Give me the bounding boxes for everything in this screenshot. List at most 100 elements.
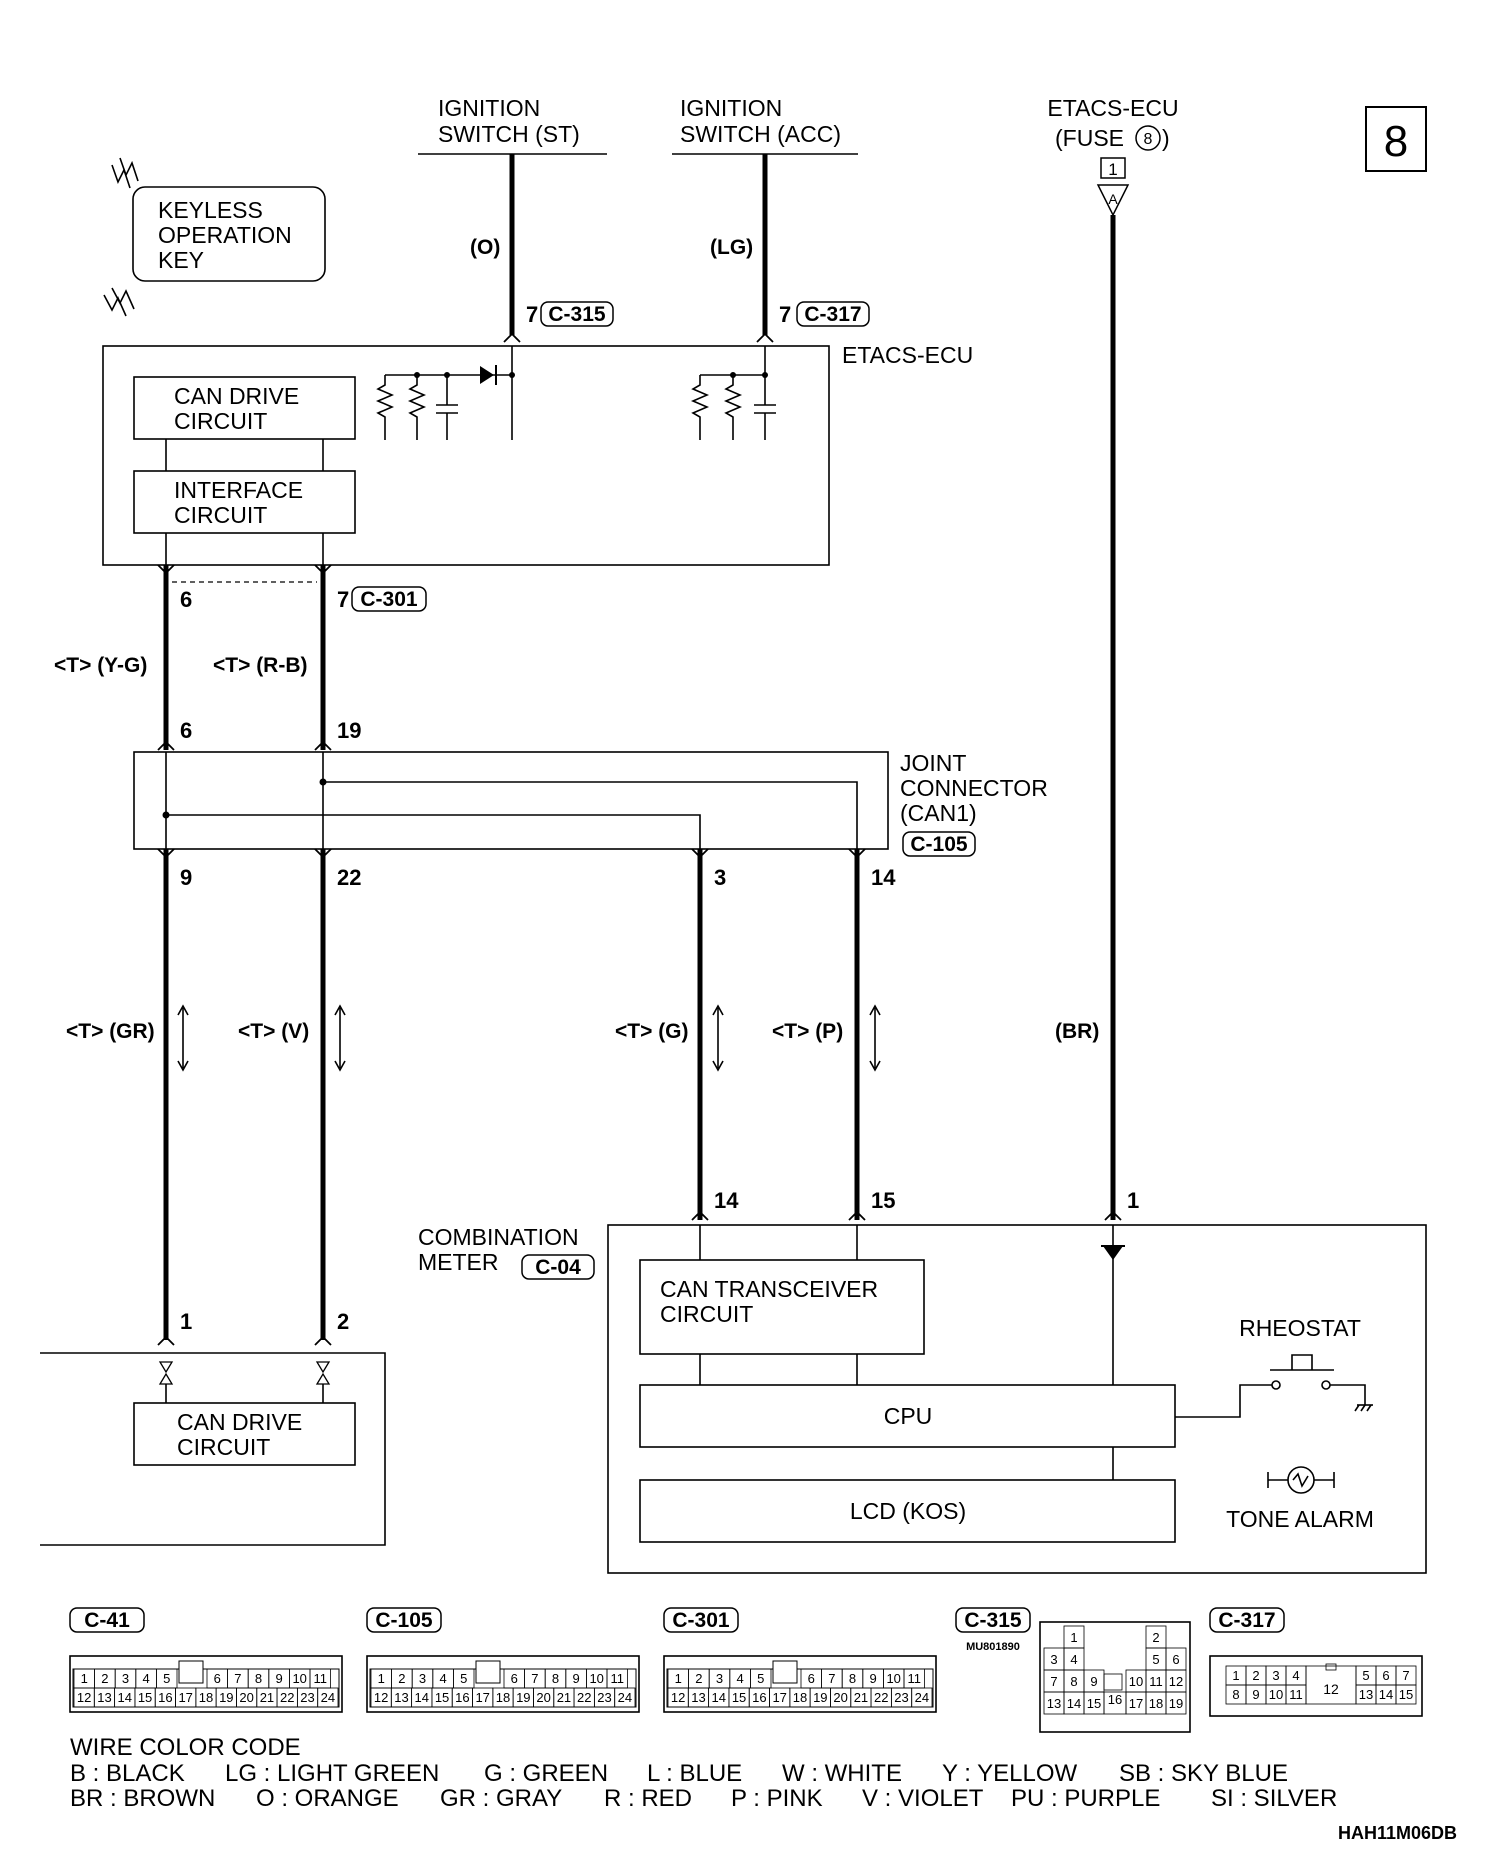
connector-face-c301-pin-24: 24 bbox=[915, 1690, 929, 1705]
connector-face-c317-pin-7: 7 bbox=[1402, 1668, 1409, 1683]
svg-text:COMBINATION: COMBINATION bbox=[418, 1224, 579, 1250]
svg-text:GR : GRAY: GR : GRAY bbox=[440, 1785, 562, 1812]
svg-text:C-105: C-105 bbox=[910, 833, 968, 856]
connector-face-c315-pin-12: 12 bbox=[1169, 1674, 1183, 1689]
svg-text:7: 7 bbox=[779, 302, 791, 327]
connector-face-c317-pin-2: 2 bbox=[1252, 1668, 1259, 1683]
connector-face-c105-pin-20: 20 bbox=[536, 1690, 550, 1705]
connector-face-c105-pin-24: 24 bbox=[618, 1690, 632, 1705]
connector-face-c301-pin-21: 21 bbox=[854, 1690, 868, 1705]
svg-text:8: 8 bbox=[1144, 131, 1153, 148]
page-number: 8 bbox=[1384, 117, 1408, 166]
svg-text:A: A bbox=[1108, 191, 1118, 207]
connector-face-c317-tag-label: C-317 bbox=[1218, 1609, 1275, 1632]
svg-text:6: 6 bbox=[180, 718, 192, 743]
connector-face-c41-pin-21: 21 bbox=[260, 1690, 274, 1705]
connector-face-c315-pin-6: 6 bbox=[1172, 1652, 1179, 1667]
connector-face-c41-pin-22: 22 bbox=[280, 1690, 294, 1705]
connector-face-c41-pin-3: 3 bbox=[122, 1671, 129, 1686]
connector-face-c301-pin-12: 12 bbox=[671, 1690, 685, 1705]
connector-ref-c301: 6 7 C-301 bbox=[180, 586, 427, 612]
connector-face-c41-tag-label: C-41 bbox=[84, 1609, 130, 1632]
wire-color-legend: WIRE COLOR CODE B : BLACK LG : LIGHT GRE… bbox=[70, 1734, 1337, 1812]
connector-face-c301-pin-2: 2 bbox=[695, 1671, 702, 1686]
svg-text:ETACS-ECU: ETACS-ECU bbox=[842, 342, 973, 368]
connector-face-c105-pin-7: 7 bbox=[531, 1671, 538, 1686]
etacs-ecu-box: ETACS-ECU CAN DRIVE CIRCUIT INTERFACE CI… bbox=[102, 342, 973, 566]
connector-face-c105-pin-12: 12 bbox=[374, 1690, 388, 1705]
svg-text:): ) bbox=[1162, 125, 1170, 151]
svg-text:LCD (KOS): LCD (KOS) bbox=[850, 1498, 966, 1524]
etacs-fuse-label: ETACS-ECU (FUSE 8 ) 1 A bbox=[1047, 95, 1179, 217]
connector-face-c105-pin-8: 8 bbox=[552, 1671, 559, 1686]
connector-face-c315-pin-7: 7 bbox=[1050, 1674, 1057, 1689]
connector-face-c317-pin-9: 9 bbox=[1252, 1687, 1259, 1702]
connector-face-c41-pin-9: 9 bbox=[275, 1671, 282, 1686]
connector-face-c105-pin-19: 19 bbox=[516, 1690, 530, 1705]
document-code: HAH11M06DB bbox=[1338, 1823, 1457, 1843]
connector-face-c317-pin-11: 11 bbox=[1289, 1687, 1303, 1702]
svg-text:INTERFACE: INTERFACE bbox=[174, 477, 303, 503]
wire-color-rb: <T> (R-B) bbox=[213, 654, 308, 677]
connector-face-c315-tag: C-315 bbox=[955, 1607, 1031, 1633]
connector-face-c317-pin-6: 6 bbox=[1382, 1668, 1389, 1683]
wire-color-br: (BR) bbox=[1055, 1020, 1099, 1043]
rheostat-switch-icon bbox=[1175, 1354, 1373, 1418]
svg-text:1: 1 bbox=[1108, 160, 1117, 179]
connector-face-c41-pin-7: 7 bbox=[234, 1671, 241, 1686]
connector-face-c301-pin-22: 22 bbox=[874, 1690, 888, 1705]
connector-face-c315-pin-5: 5 bbox=[1152, 1652, 1159, 1667]
connector-face-c41-pin-23: 23 bbox=[300, 1690, 314, 1705]
svg-text:(LG): (LG) bbox=[710, 236, 753, 259]
page-number-box: 8 bbox=[1365, 106, 1427, 172]
svg-text:KEY: KEY bbox=[158, 247, 204, 273]
svg-text:SWITCH (ACC): SWITCH (ACC) bbox=[680, 121, 841, 147]
svg-text:C-04: C-04 bbox=[535, 1256, 581, 1279]
svg-text:OPERATION: OPERATION bbox=[158, 222, 292, 248]
svg-text:CPU: CPU bbox=[884, 1403, 933, 1429]
connector-face-c315-pin-10: 10 bbox=[1129, 1674, 1143, 1689]
connector-face-c301-pin-13: 13 bbox=[691, 1690, 705, 1705]
connector-face-c105-pin-2: 2 bbox=[398, 1671, 405, 1686]
connector-face-c301-pin-19: 19 bbox=[813, 1690, 827, 1705]
connector-face-c301-pin-10: 10 bbox=[886, 1671, 900, 1686]
connector-face-c317-pin-14: 14 bbox=[1379, 1687, 1393, 1702]
svg-text:CAN DRIVE: CAN DRIVE bbox=[174, 383, 299, 409]
connector-face-c315-pin-15: 15 bbox=[1087, 1696, 1101, 1711]
svg-text:19: 19 bbox=[337, 718, 361, 743]
svg-text:SB : SKY BLUE: SB : SKY BLUE bbox=[1119, 1760, 1288, 1787]
connector-face-c315-pin-1: 1 bbox=[1070, 1630, 1077, 1645]
connector-face-c317-pin-1: 1 bbox=[1232, 1668, 1239, 1683]
connector-ref-c315: 7 C-315 bbox=[526, 301, 614, 327]
connector-face-c317-pin-8: 8 bbox=[1232, 1687, 1239, 1702]
connector-face-c315-pin-14: 14 bbox=[1067, 1696, 1081, 1711]
connector-face-c105-pin-16: 16 bbox=[455, 1690, 469, 1705]
svg-text:Y : YELLOW: Y : YELLOW bbox=[942, 1760, 1078, 1787]
connector-face-c317-tag: C-317 bbox=[1209, 1607, 1285, 1633]
connector-face-c315-pin-13: 13 bbox=[1047, 1696, 1061, 1711]
svg-text:7: 7 bbox=[337, 587, 349, 612]
svg-text:14: 14 bbox=[871, 865, 896, 890]
connector-face-c315-tag-label: C-315 bbox=[964, 1609, 1022, 1632]
connector-face-c301-pin-9: 9 bbox=[869, 1671, 876, 1686]
svg-text:W : WHITE: W : WHITE bbox=[782, 1760, 902, 1787]
connector-face-c41-pin-19: 19 bbox=[219, 1690, 233, 1705]
connector-face-c317-pin-3: 3 bbox=[1272, 1668, 1279, 1683]
svg-text:3: 3 bbox=[714, 865, 726, 890]
radio-signal-icon bbox=[103, 157, 139, 317]
tone-alarm-icon bbox=[1267, 1466, 1335, 1494]
svg-text:CIRCUIT: CIRCUIT bbox=[177, 1434, 270, 1460]
svg-text:(CAN1): (CAN1) bbox=[900, 800, 977, 826]
connector-face-c105-pin-1: 1 bbox=[378, 1671, 385, 1686]
svg-text:PU : PURPLE: PU : PURPLE bbox=[1011, 1785, 1160, 1812]
wire-color-g: <T> (G) bbox=[615, 1020, 689, 1043]
connector-face-c41-pin-14: 14 bbox=[118, 1690, 132, 1705]
connector-face-c105-pin-10: 10 bbox=[589, 1671, 603, 1686]
connector-face-c317-pin-10: 10 bbox=[1269, 1687, 1283, 1702]
svg-text:22: 22 bbox=[337, 865, 361, 890]
connector-face-c105-tag-label: C-105 bbox=[375, 1609, 433, 1632]
keyless-operation-key: KEYLESS OPERATION KEY bbox=[103, 157, 326, 317]
connector-face-c301-pin-4: 4 bbox=[736, 1671, 743, 1686]
